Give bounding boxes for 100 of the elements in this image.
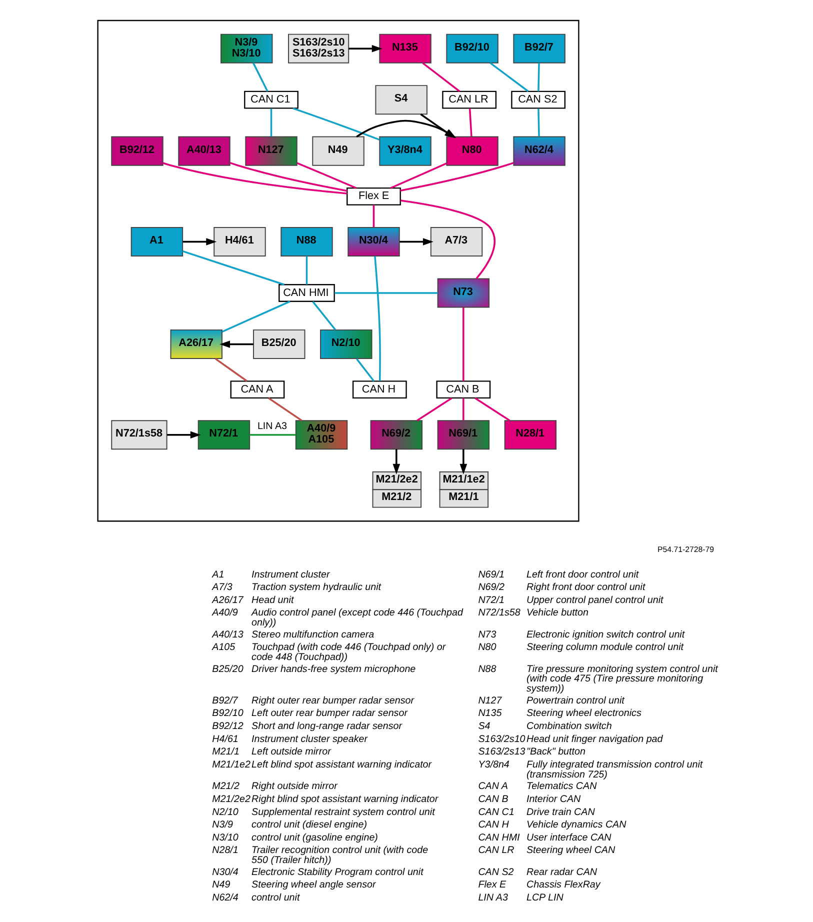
- node-box: A1: [130, 226, 183, 257]
- node-box: N73: [436, 278, 490, 308]
- connector: [400, 162, 514, 192]
- label: N69/2: [478, 582, 504, 594]
- label: Steering wheel electronics: [526, 708, 641, 720]
- label: Steering wheel angle sensor: [251, 880, 376, 891]
- label: control unit (diesel engine): [251, 820, 367, 831]
- label: Electronic Stability Program control unit: [251, 866, 423, 878]
- label: Left outside mirror: [251, 746, 330, 758]
- label: S163/2s13: [478, 746, 525, 758]
- label: LIN A3: [478, 892, 508, 904]
- connector: [292, 108, 380, 141]
- node-box: A7/3: [430, 226, 482, 257]
- label: CAN B: [478, 794, 508, 805]
- label: Traction system hydraulic unit: [251, 582, 381, 594]
- label: Driver hands-free system microphone: [251, 664, 416, 675]
- connector: [305, 256, 308, 285]
- label: A7/3: [212, 582, 232, 594]
- connector: [296, 162, 356, 189]
- node-box: N49: [312, 136, 364, 166]
- node-box: S163/2s10 S163/2s13: [288, 34, 349, 64]
- label: A105: [212, 642, 235, 654]
- label: Right outside mirror: [251, 781, 337, 792]
- label: N135: [478, 708, 502, 720]
- connector: [214, 358, 247, 382]
- node-box: A40/9 A105: [294, 420, 348, 450]
- label: Short and long-range radar sensor: [251, 721, 402, 732]
- connector: [249, 434, 296, 436]
- label: Upper control panel control unit: [526, 594, 663, 606]
- node-box: N88: [280, 226, 332, 257]
- connector: [356, 358, 374, 382]
- node-box: N69/2: [370, 420, 422, 450]
- connector: [422, 62, 460, 92]
- node-box: N80: [446, 136, 498, 166]
- label: A26/17: [212, 594, 243, 606]
- arrow: [392, 449, 400, 474]
- cluster: [96, 20, 579, 522]
- label: Head unit: [251, 594, 294, 606]
- connector: [462, 398, 464, 420]
- label: Steering column module control unit: [526, 642, 684, 654]
- label: S163/2s10: [478, 734, 525, 745]
- connector: [374, 256, 380, 381]
- label: Trailer recognition control unit (with code 550 (Trailer hitch)): [251, 845, 428, 866]
- label: Instrument cluster speaker: [251, 734, 368, 745]
- label: Audio control panel (except code 446 (Touchpad only)): [251, 608, 462, 629]
- connector: [400, 200, 495, 280]
- node-box: B92/12: [110, 136, 163, 166]
- label: Instrument cluster: [251, 569, 330, 580]
- node-box: A40/13: [178, 136, 230, 166]
- label: Head unit finger navigation pad: [526, 734, 662, 745]
- label: Vehicle dynamics CAN: [526, 820, 626, 831]
- node-box: N127: [244, 136, 297, 166]
- label: H4/61: [212, 734, 238, 745]
- connector: [268, 397, 302, 422]
- connector: [390, 162, 447, 189]
- label: "Back" button: [526, 746, 585, 758]
- node-box: N30/4: [347, 226, 400, 257]
- connector: [537, 63, 540, 92]
- node-box: B92/10: [446, 34, 498, 64]
- label: Drive train CAN: [526, 806, 594, 818]
- node-box: H4/61: [213, 226, 266, 257]
- label: CAN S2: [478, 866, 514, 878]
- arrow: [166, 431, 200, 439]
- connector: [468, 108, 472, 137]
- node-box: N69/1: [436, 420, 490, 450]
- label: control unit (gasoline engine): [251, 832, 378, 844]
- node-box: N72/1s58: [110, 420, 167, 450]
- connector: [334, 292, 438, 294]
- label: A1: [212, 569, 224, 580]
- connector: [162, 162, 347, 194]
- label: Fully integrated transmission control unit (transmission 725): [526, 759, 702, 780]
- node-box: N72/1: [197, 420, 250, 450]
- connector: [537, 108, 540, 137]
- label: Stereo multifunction camera: [251, 629, 374, 640]
- arrow: [459, 449, 467, 474]
- label: Chassis FlexRay: [526, 880, 600, 891]
- node-box: CAN B: [436, 380, 490, 399]
- label: N69/1: [478, 569, 504, 580]
- label: N49: [212, 880, 230, 891]
- label: N62/4: [212, 892, 238, 904]
- arrow: [219, 340, 253, 348]
- node-box: N2/10: [320, 329, 372, 359]
- label: Rear radar CAN: [526, 866, 597, 878]
- label: N3/9: [212, 820, 232, 831]
- label: B25/20: [212, 664, 243, 675]
- label: Electronic ignition switch control unit: [526, 629, 684, 640]
- node-box: N135: [378, 34, 431, 64]
- node-box: CAN H: [352, 380, 406, 399]
- label: S4: [478, 721, 490, 732]
- node-box: CAN C1: [244, 90, 298, 109]
- label: N88: [478, 664, 496, 675]
- label: Interior CAN: [526, 794, 580, 805]
- label: Right outer rear bumper radar sensor: [251, 695, 414, 706]
- label: A40/9: [212, 608, 238, 619]
- connector: [312, 301, 336, 330]
- label: Left outer rear bumper radar sensor: [251, 708, 408, 720]
- label: CAN H: [478, 820, 508, 831]
- label: Tire pressure monitoring system control unit (with code 475 (Tire pressure monitoring system)): [526, 664, 718, 695]
- label: M21/2: [212, 781, 239, 792]
- label: Flex E: [478, 880, 506, 891]
